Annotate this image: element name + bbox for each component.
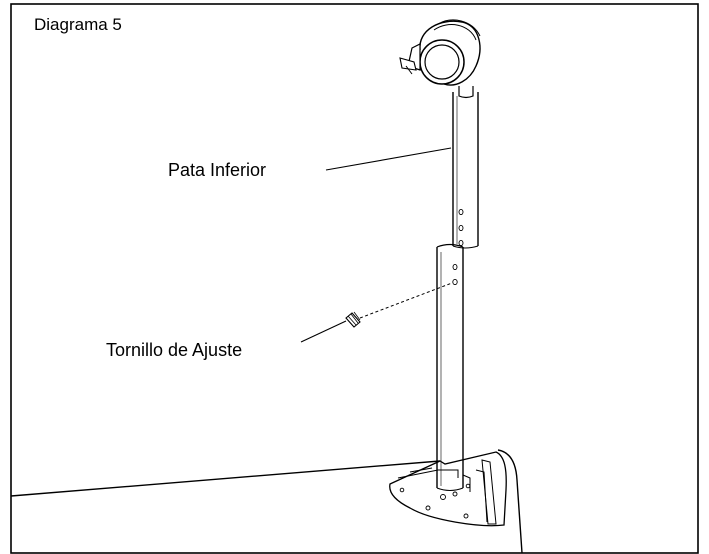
diagram-title: Diagrama 5 <box>34 15 122 34</box>
screw-hole <box>452 278 458 286</box>
leader-line-lower-leg <box>325 147 452 171</box>
insertion-guide-line <box>359 282 453 319</box>
base-plate <box>389 451 507 527</box>
frame-border <box>10 3 699 554</box>
lower-tube <box>436 243 471 492</box>
label-lower-leg: Pata Inferior <box>168 160 266 180</box>
upper-leg-tube <box>452 86 479 249</box>
adjust-screw <box>345 311 361 328</box>
caster-wheel <box>399 19 481 86</box>
floor-edge-line <box>10 460 441 497</box>
leader-line-screw <box>300 320 347 343</box>
label-adjust-screw: Tornillo de Ajuste <box>106 340 242 360</box>
floor-corner-line <box>497 449 523 554</box>
